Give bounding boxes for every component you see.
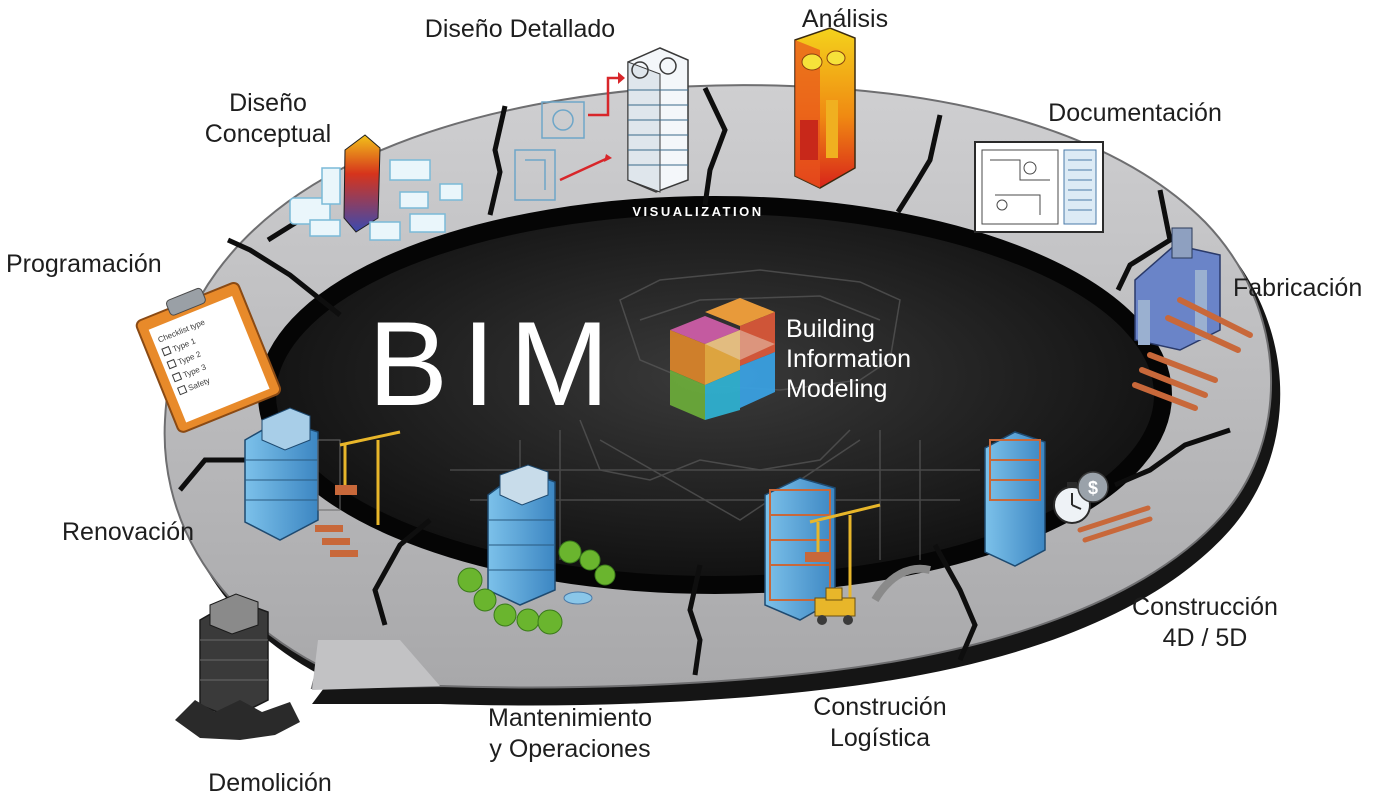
- segment-dividers: [178, 86, 1231, 676]
- bim-acronym: BIM: [368, 297, 623, 431]
- label-fabrication: Fabricación: [1233, 274, 1363, 302]
- bim-cube-icon: [670, 298, 775, 420]
- bim-line-2: Information: [786, 345, 911, 373]
- bulldozer: [814, 587, 856, 625]
- detailed-design-illustration: [514, 47, 689, 201]
- dollar-coin-icon: $: [1077, 471, 1109, 503]
- bim-logo: BIM Building Information Modeling: [368, 297, 911, 431]
- svg-text:$: $: [1088, 478, 1098, 498]
- construction-4d5d-illustration: $: [984, 431, 1153, 567]
- ring-tail: [312, 640, 440, 690]
- conceptual-massing-illustration: [289, 134, 463, 241]
- detailed-tower: [627, 47, 689, 193]
- renovation-illustration: [244, 407, 401, 557]
- label-construction-logistics: Construción Logística: [813, 693, 947, 752]
- construction-logistics-illustration: [764, 477, 931, 625]
- fabrication-illustration: [1132, 227, 1253, 411]
- label-programming: Programación: [6, 250, 162, 278]
- renovation-crane: [339, 430, 401, 525]
- label-conceptual-design: Diseño Conceptual: [204, 89, 332, 148]
- label-maintenance-operations: Mantenimiento y Operaciones: [488, 704, 652, 763]
- label-documentation: Documentación: [1048, 99, 1222, 127]
- bim-line-1: Building: [786, 315, 875, 343]
- ring-label: VISUALIZATION: [632, 204, 763, 219]
- programming-clipboard-illustration: Checklist type Type 1 Type 2 Type 3 Safe…: [135, 281, 282, 433]
- documentation-illustration: [974, 141, 1104, 233]
- demolition-illustration: [175, 593, 300, 740]
- label-analysis: Análisis: [801, 5, 889, 33]
- label-renovation: Renovación: [62, 518, 195, 546]
- analysis-illustration: [794, 27, 856, 189]
- label-detailed-design: Diseño Detallado: [424, 15, 616, 43]
- label-construction-4d5d: Construcción 4D / 5D: [1132, 593, 1278, 652]
- bim-line-3: Modeling: [786, 375, 887, 403]
- maintenance-illustration: [457, 464, 616, 635]
- label-demolition: Demolición: [208, 769, 332, 797]
